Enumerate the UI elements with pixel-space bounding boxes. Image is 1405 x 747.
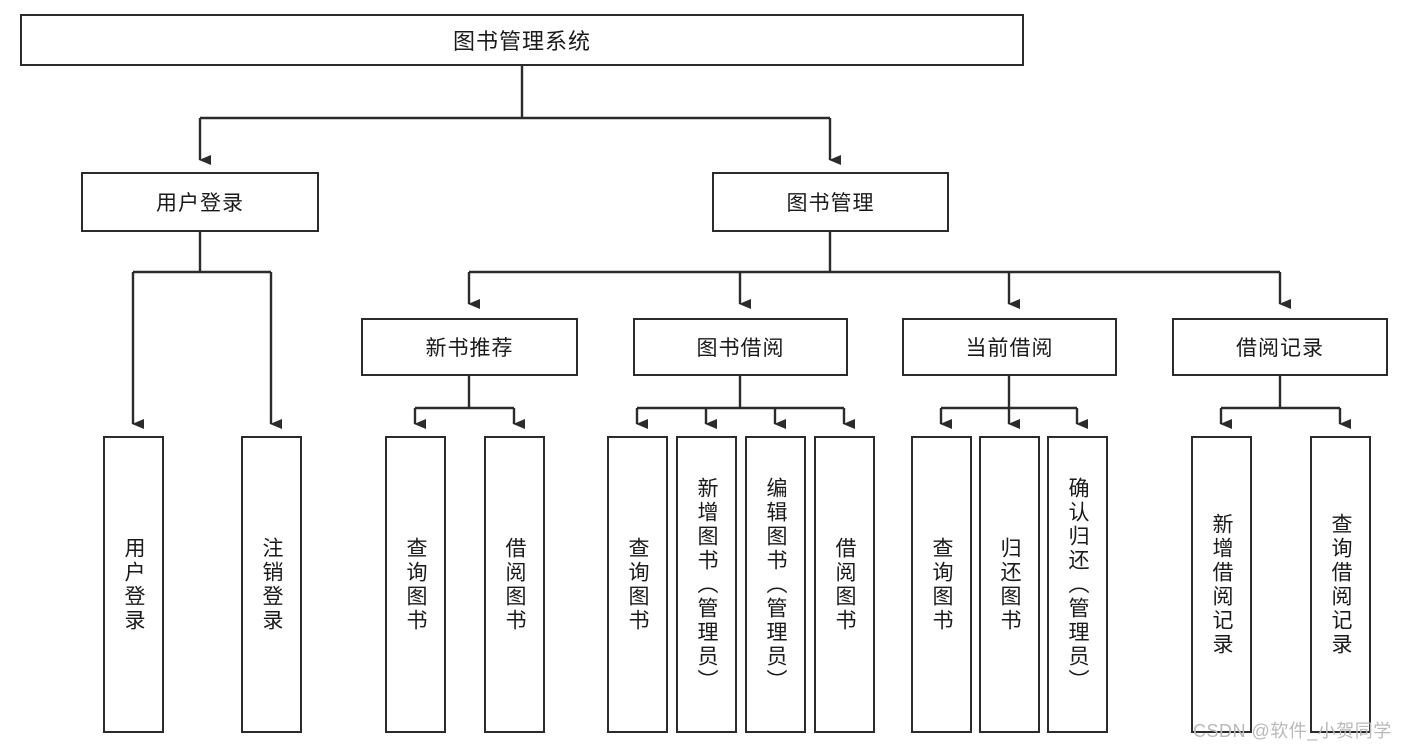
leaf-record-query[interactable]: 查询借阅记录 xyxy=(1310,436,1371,733)
leaf-record-add[interactable]: 新增借阅记录 xyxy=(1191,436,1252,733)
watermark-text: CSDN @软件_小贺同学 xyxy=(1193,721,1392,741)
node-new-book-recommend[interactable]: 新书推荐 xyxy=(361,318,578,376)
node-label: 新增图书（管理员） xyxy=(695,476,718,693)
node-book-management[interactable]: 图书管理 xyxy=(712,172,949,232)
node-label: 查询图书 xyxy=(930,536,953,633)
node-book-borrow[interactable]: 图书借阅 xyxy=(633,318,848,376)
node-label: 用户登录 xyxy=(122,536,145,633)
leaf-book-borrow-query[interactable]: 查询图书 xyxy=(607,436,668,733)
node-label: 新书推荐 xyxy=(425,337,514,360)
node-label: 查询借阅记录 xyxy=(1329,512,1352,657)
node-label: 图书管理系统 xyxy=(452,29,591,54)
leaf-new-book-borrow[interactable]: 借阅图书 xyxy=(484,436,545,733)
leaf-user-login-signout[interactable]: 注销登录 xyxy=(241,436,302,733)
node-user-login[interactable]: 用户登录 xyxy=(81,172,319,232)
leaf-current-borrow-query[interactable]: 查询图书 xyxy=(911,436,972,733)
leaf-current-borrow-return[interactable]: 归还图书 xyxy=(979,436,1040,733)
node-label: 查询图书 xyxy=(626,536,649,633)
node-label: 编辑图书（管理员） xyxy=(764,476,787,693)
node-label: 用户登录 xyxy=(156,192,244,215)
node-label: 注销登录 xyxy=(260,536,283,633)
leaf-book-borrow-edit[interactable]: 编辑图书（管理员） xyxy=(745,436,806,733)
leaf-book-borrow-add[interactable]: 新增图书（管理员） xyxy=(676,436,737,733)
leaf-current-borrow-confirm[interactable]: 确认归还（管理员） xyxy=(1047,436,1108,733)
node-label: 借阅图书 xyxy=(833,536,856,633)
node-label: 图书管理 xyxy=(786,192,875,215)
node-label: 确认归还（管理员） xyxy=(1066,476,1089,693)
leaf-book-borrow-lend[interactable]: 借阅图书 xyxy=(814,436,875,733)
node-label: 当前借阅 xyxy=(965,337,1054,360)
node-label: 借阅记录 xyxy=(1236,337,1324,360)
node-label: 查询图书 xyxy=(404,536,427,633)
node-label: 图书借阅 xyxy=(696,337,785,360)
leaf-new-book-query[interactable]: 查询图书 xyxy=(385,436,446,733)
node-borrow-record[interactable]: 借阅记录 xyxy=(1172,318,1388,376)
node-label: 归还图书 xyxy=(998,536,1021,633)
leaf-user-login-signin[interactable]: 用户登录 xyxy=(103,436,164,733)
node-root[interactable]: 图书管理系统 xyxy=(20,14,1024,66)
node-label: 新增借阅记录 xyxy=(1210,512,1233,657)
node-label: 借阅图书 xyxy=(503,536,526,633)
node-current-borrow[interactable]: 当前借阅 xyxy=(902,318,1117,376)
